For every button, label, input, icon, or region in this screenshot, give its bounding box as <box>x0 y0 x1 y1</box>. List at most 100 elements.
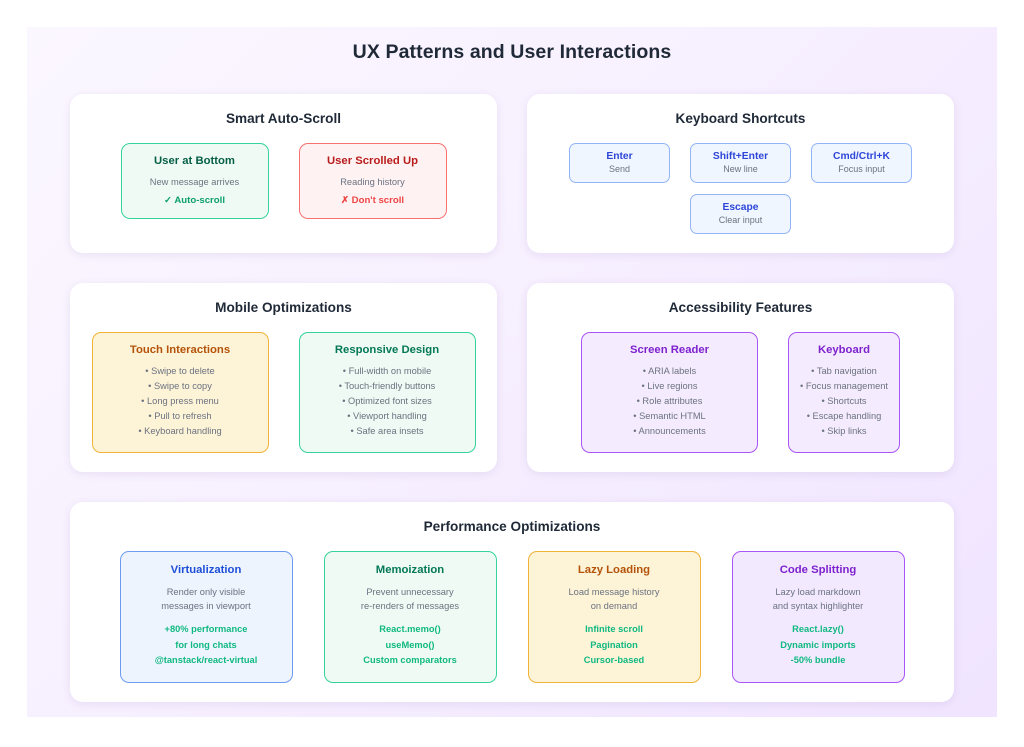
metric: Custom comparators <box>363 654 457 665</box>
metric: Infinite scroll <box>585 624 643 635</box>
card-metrics: Infinite scroll Pagination Cursor-based <box>538 622 691 667</box>
card-code-splitting[interactable]: Code Splitting Lazy load markdown and sy… <box>731 551 905 683</box>
panel-title-accessibility-features: Accessibility Features <box>668 300 813 315</box>
card-user-at-bottom[interactable]: User at Bottom New message arrives ✓ Aut… <box>120 143 269 219</box>
metric: for long chats <box>175 639 237 650</box>
card-description: Reading history <box>340 177 405 188</box>
kbd-chip-enter[interactable]: Enter Send <box>569 143 670 183</box>
card-metrics: +80% performance for long chats @tanstac… <box>130 622 283 667</box>
keyboard-chip-row-1: Enter Send Shift+Enter New line Cmd/Ctrl… <box>569 143 912 183</box>
keyboard-chip-row-2: Escape Clear input <box>690 194 791 234</box>
panel-title-performance-optimizations: Performance Optimizations <box>423 519 601 535</box>
accessibility-cards: Screen Reader • ARIA labels • Live regio… <box>543 332 938 454</box>
list-item: • Optimized font sizes <box>342 396 432 407</box>
list-item: • Safe area insets <box>350 426 424 437</box>
card-keyboard[interactable]: Keyboard • Tab navigation • Focus manage… <box>788 332 900 454</box>
page-title: UX Patterns and User Interactions <box>352 41 672 63</box>
list-item: • Swipe to delete <box>145 366 215 376</box>
desc-line: messages in viewport <box>161 601 251 612</box>
card-title: Code Splitting <box>779 564 857 577</box>
panel-title-keyboard-shortcuts: Keyboard Shortcuts <box>675 111 806 126</box>
list-item: • Keyboard handling <box>138 426 222 437</box>
kbd-key: Enter <box>606 151 633 162</box>
card-description: New message arrives <box>149 177 240 188</box>
metric: Cursor-based <box>583 654 645 665</box>
card-result-checkmark: ✓ Auto-scroll <box>164 194 225 206</box>
list-item: • Full-width on mobile <box>342 366 432 376</box>
metric: React.memo() <box>379 624 441 635</box>
card-touch-interactions[interactable]: Touch Interactions • Swipe to delete • S… <box>91 332 269 454</box>
metric: React.lazy() <box>792 624 844 635</box>
kbd-action: Clear input <box>718 215 763 225</box>
card-user-scrolled-up[interactable]: User Scrolled Up Reading history ✗ Don't… <box>298 143 447 219</box>
list-item: • Skip links <box>821 426 867 437</box>
list-item: • Swipe to copy <box>148 381 212 392</box>
card-title: User at Bottom <box>154 155 235 168</box>
panel-keyboard-shortcuts: Keyboard Shortcuts Enter Send Shift+Ente… <box>527 94 954 253</box>
kbd-action: New line <box>723 164 758 174</box>
card-responsive-design[interactable]: Responsive Design • Full-width on mobile… <box>298 332 476 454</box>
desc-line: re-renders of messages <box>360 601 460 612</box>
desc-line: Prevent unnecessary <box>366 587 454 598</box>
card-title: Lazy Loading <box>577 564 651 577</box>
card-title: Screen Reader <box>629 344 710 356</box>
metric: useMemo() <box>385 639 435 650</box>
desc-line: Render only visible <box>166 587 246 598</box>
list-item: • Live regions <box>641 381 698 392</box>
card-title: Virtualization <box>170 564 242 577</box>
kbd-key: Cmd/Ctrl+K <box>833 151 890 162</box>
list-item: • ARIA labels <box>642 366 697 376</box>
card-memoization[interactable]: Memoization Prevent unnecessary re-rende… <box>323 551 497 683</box>
card-description: Prevent unnecessary re-renders of messag… <box>334 585 487 613</box>
kbd-chip-cmd-ctrl-k[interactable]: Cmd/Ctrl+K Focus input <box>811 143 912 183</box>
panel-grid: Smart Auto-Scroll User at Bottom New mes… <box>27 94 997 702</box>
metric: +80% performance <box>164 624 248 635</box>
feature-list: • ARIA labels • Live regions • Role attr… <box>590 364 749 439</box>
list-item: • Pull to refresh <box>148 411 212 422</box>
desc-line: Lazy load markdown <box>775 587 861 598</box>
card-title: Responsive Design <box>334 344 440 356</box>
metric: Dynamic imports <box>780 639 856 650</box>
card-screen-reader[interactable]: Screen Reader • ARIA labels • Live regio… <box>581 332 758 454</box>
panel-title-mobile-optimizations: Mobile Optimizations <box>215 300 352 315</box>
metric: Pagination <box>590 639 638 650</box>
kbd-key: Escape <box>722 202 759 213</box>
desc-line: and syntax highlighter <box>772 601 864 612</box>
list-item: • Role attributes <box>636 396 703 407</box>
list-item: • Escape handling <box>806 411 882 422</box>
metric: -50% bundle <box>790 654 846 665</box>
card-description: Load message history on demand <box>538 585 691 613</box>
kbd-action: Focus input <box>838 164 885 174</box>
kbd-chip-escape[interactable]: Escape Clear input <box>690 194 791 234</box>
panel-title-auto-scroll: Smart Auto-Scroll <box>225 111 342 126</box>
card-description: Render only visible messages in viewport <box>130 585 283 613</box>
card-title: Memoization <box>375 564 445 577</box>
panel-accessibility-features: Accessibility Features Screen Reader • A… <box>527 283 954 473</box>
feature-list: • Swipe to delete • Swipe to copy • Long… <box>101 364 260 439</box>
card-virtualization[interactable]: Virtualization Render only visible messa… <box>119 551 293 683</box>
auto-scroll-cards: User at Bottom New message arrives ✓ Aut… <box>86 143 481 219</box>
performance-cards: Virtualization Render only visible messa… <box>86 551 938 683</box>
kbd-action: Send <box>608 164 631 174</box>
kbd-chip-shift-enter[interactable]: Shift+Enter New line <box>690 143 791 183</box>
infographic-root: UX Patterns and User Interactions Smart … <box>27 27 997 717</box>
list-item: • Announcements <box>633 426 706 437</box>
card-lazy-loading[interactable]: Lazy Loading Load message history on dem… <box>527 551 701 683</box>
list-item: • Focus management <box>799 381 888 392</box>
feature-list: • Tab navigation • Focus management • Sh… <box>797 364 891 439</box>
desc-line: on demand <box>590 601 638 612</box>
list-item: • Semantic HTML <box>633 411 706 422</box>
card-result-cross: ✗ Don't scroll <box>340 194 405 206</box>
panel-mobile-optimizations: Mobile Optimizations Touch Interactions … <box>70 283 497 473</box>
panel-smart-auto-scroll: Smart Auto-Scroll User at Bottom New mes… <box>70 94 497 253</box>
metric: @tanstack/react-virtual <box>154 654 258 665</box>
list-item: • Shortcuts <box>821 396 867 407</box>
list-item: • Tab navigation <box>811 366 877 376</box>
list-item: • Touch-friendly buttons <box>338 381 436 392</box>
card-title: Keyboard <box>817 344 871 356</box>
card-metrics: React.lazy() Dynamic imports -50% bundle <box>742 622 895 667</box>
list-item: • Long press menu <box>141 396 219 407</box>
panel-performance-optimizations: Performance Optimizations Virtualization… <box>70 502 954 702</box>
mobile-cards: Touch Interactions • Swipe to delete • S… <box>86 332 481 454</box>
card-title: Touch Interactions <box>129 344 231 356</box>
